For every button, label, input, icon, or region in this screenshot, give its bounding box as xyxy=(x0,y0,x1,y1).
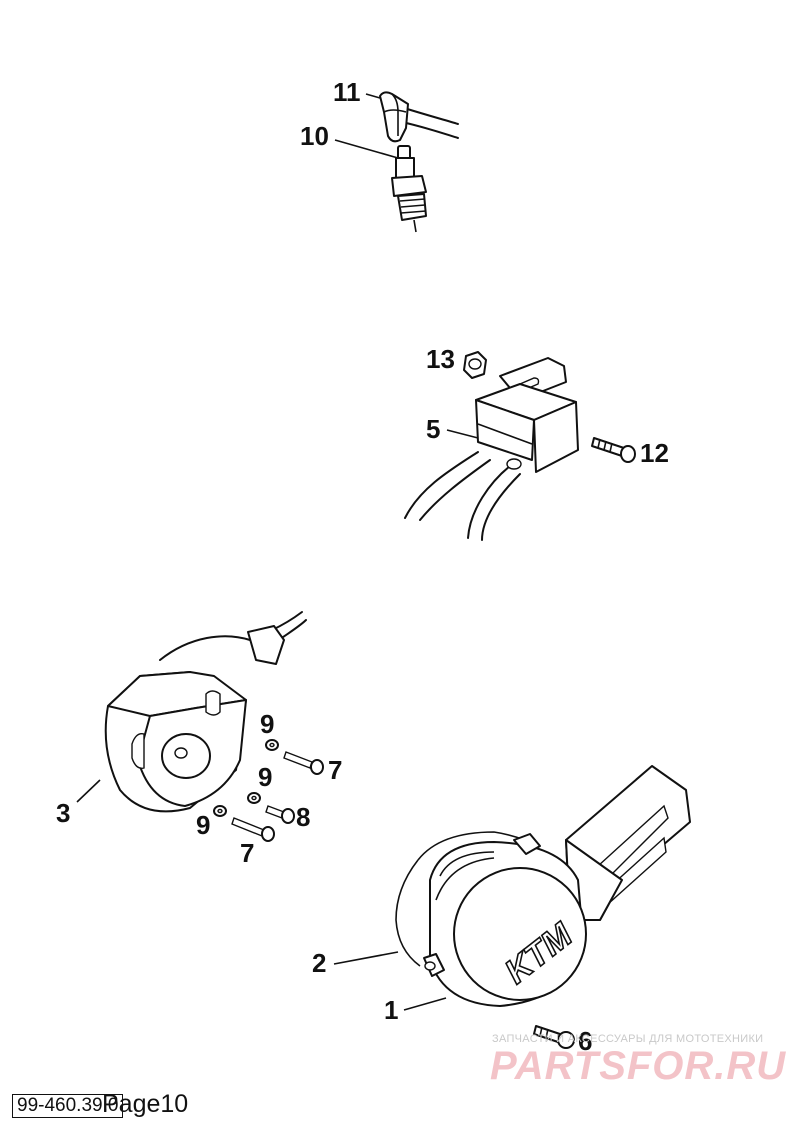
washer-9-lower xyxy=(213,805,227,817)
label-part-7-upper: 7 xyxy=(328,755,342,785)
nut xyxy=(463,351,487,379)
spark-plug xyxy=(391,145,427,233)
page-label: Page10 xyxy=(102,1090,189,1118)
label-part-5: 5 xyxy=(426,414,440,444)
label-part-11: 11 xyxy=(333,77,361,107)
document-code: 99-460.39.0 xyxy=(12,1094,124,1118)
label-part-9-lower: 9 xyxy=(196,810,210,840)
watermark-brand: PARTSFOR.RU xyxy=(490,1044,787,1088)
spark-plug-cap xyxy=(379,91,459,143)
label-part-8: 8 xyxy=(296,802,310,832)
label-part-1: 1 xyxy=(384,995,398,1025)
label-part-9-middle: 9 xyxy=(258,762,272,792)
label-part-10: 10 xyxy=(300,121,329,151)
screw-7-upper xyxy=(283,751,324,775)
screw-7-lower xyxy=(231,817,275,842)
ignition-cover: KTM xyxy=(395,765,691,1007)
label-part-7-lower: 7 xyxy=(240,838,254,868)
label-part-2: 2 xyxy=(312,948,326,978)
label-part-9-upper: 9 xyxy=(260,709,274,739)
label-part-13: 13 xyxy=(426,344,455,374)
screw-8 xyxy=(265,805,295,824)
screw-6 xyxy=(533,1025,575,1049)
watermark-tagline: ЗАПЧАСТИ И АКСЕССУАРЫ ДЛЯ МОТОТЕХНИКИ xyxy=(492,1033,764,1045)
stator-plate xyxy=(104,611,307,813)
label-part-12: 12 xyxy=(640,438,669,468)
label-part-3: 3 xyxy=(56,798,70,828)
ignition-coil xyxy=(404,357,579,541)
washer-9-upper xyxy=(265,739,279,751)
bolt-12 xyxy=(591,437,636,463)
label-part-6: 6 xyxy=(578,1026,592,1056)
washer-9-middle xyxy=(247,792,261,804)
